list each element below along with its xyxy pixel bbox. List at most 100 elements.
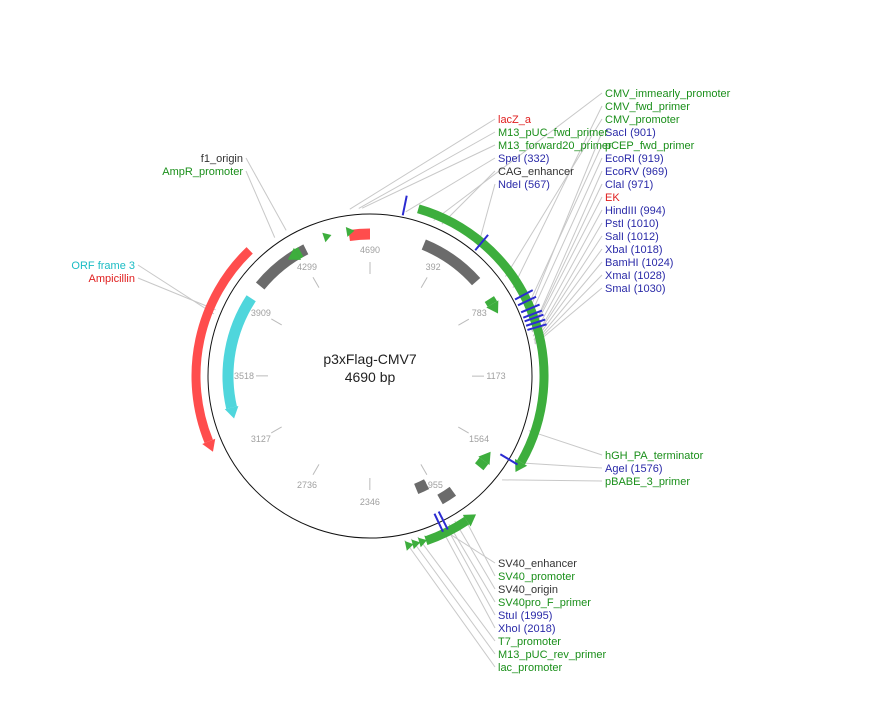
tick-mark <box>420 277 428 288</box>
plasmid-length: 4690 bp <box>345 369 396 385</box>
feature-label: SpeI (332) <box>498 153 549 165</box>
feature-label: AmpR_promoter <box>162 166 243 178</box>
feature-label: ClaI (971) <box>605 179 653 191</box>
restriction-site-mark <box>433 513 444 533</box>
feature-label: CMV_promoter <box>605 114 680 126</box>
feature-label: SV40_promoter <box>498 571 575 583</box>
tick-label: 1955 <box>423 480 443 490</box>
feature-arc <box>417 204 549 465</box>
feature-label: CAG_enhancer <box>498 166 574 178</box>
feature-label: BamHI (1024) <box>605 257 673 269</box>
tick-mark <box>420 464 428 476</box>
feature-arc <box>348 228 371 241</box>
feature-label: EcoRV (969) <box>605 166 668 178</box>
primer-arrow <box>411 539 421 550</box>
leader-line <box>440 527 496 629</box>
tick-label: 1564 <box>469 434 489 444</box>
restriction-site-mark <box>437 511 449 530</box>
feature-label: EK <box>605 192 620 204</box>
leader-line <box>534 248 603 342</box>
tick-label: 783 <box>472 308 487 318</box>
feature-label: ORF frame 3 <box>71 260 135 272</box>
restriction-site-mark <box>474 234 489 251</box>
feature-arrowhead <box>514 458 528 473</box>
feature-label: XbaI (1018) <box>605 244 662 256</box>
primer-arrow <box>417 537 427 548</box>
leader-line <box>410 538 496 655</box>
feature-label: SV40pro_F_primer <box>498 597 591 609</box>
feature-label: XhoI (2018) <box>498 623 555 635</box>
tick-mark <box>270 426 282 434</box>
leader-line <box>417 536 496 642</box>
feature-label: SV40_enhancer <box>498 558 577 570</box>
leader-line <box>462 515 496 577</box>
tick-label: 4690 <box>360 245 380 255</box>
leader-line <box>533 222 603 340</box>
leader-line <box>137 277 216 311</box>
restriction-site-mark <box>514 289 534 301</box>
feature-labels: CMV_immearly_promoterCMV_fwd_primerCMV_p… <box>71 88 730 674</box>
feature-label: M13_pUC_rev_primer <box>498 649 607 661</box>
leader-line <box>137 264 215 315</box>
leader-line <box>524 144 603 313</box>
feature-label: M13_pUC_fwd_primer <box>498 127 608 139</box>
tick-marks: 4690392783117315641955234627363127351839… <box>234 245 506 507</box>
tick-label: 4299 <box>297 262 317 272</box>
leader-line <box>532 209 603 337</box>
feature-arc <box>484 296 498 307</box>
leader-line <box>533 235 603 341</box>
feature-arc <box>421 239 481 286</box>
leader-line <box>534 261 603 344</box>
feature-label: CMV_immearly_promoter <box>605 88 731 100</box>
restriction-site-mark <box>520 303 540 314</box>
feature-label: PstI (1010) <box>605 218 659 230</box>
leader-line <box>531 170 603 331</box>
tick-label: 2736 <box>297 480 317 490</box>
restriction-site-mark <box>525 318 546 327</box>
restriction-site-mark <box>499 453 518 466</box>
restriction-site-mark <box>524 313 544 323</box>
restriction-site-mark <box>517 295 537 307</box>
backbone-circle <box>207 213 533 539</box>
feature-arc <box>294 247 304 259</box>
feature-arrowhead <box>202 438 216 452</box>
plasmid-name: p3xFlag-CMV7 <box>323 351 417 367</box>
feature-label: M13_forward20_primer <box>498 140 612 152</box>
feature-label: SV40_origin <box>498 584 558 596</box>
leader-line <box>512 105 603 289</box>
leader-line <box>349 118 496 210</box>
leader-line <box>245 170 276 238</box>
feature-arc <box>474 457 489 471</box>
feature-label: Ampicillin <box>89 273 135 285</box>
leader-line <box>526 131 603 317</box>
tick-mark <box>458 318 470 326</box>
feature-label: f1_origin <box>201 153 243 165</box>
feature-label: SalI (1012) <box>605 231 659 243</box>
tick-label: 3518 <box>234 371 254 381</box>
tick-mark <box>312 464 320 475</box>
tick-label: 2346 <box>360 497 380 507</box>
feature-arc <box>191 247 253 444</box>
feature-arc <box>437 486 457 505</box>
feature-arc <box>222 295 256 409</box>
restriction-site-mark <box>522 309 543 319</box>
feature-arc <box>255 244 309 290</box>
primer-arrow <box>322 232 332 243</box>
restriction-sites <box>401 195 547 533</box>
tick-label: 3127 <box>251 434 271 444</box>
feature-label: XmaI (1028) <box>605 270 666 282</box>
tick-label: 3909 <box>251 308 271 318</box>
leader-line <box>404 540 496 668</box>
feature-label: pCEP_fwd_primer <box>605 140 695 152</box>
tick-label: 1173 <box>486 371 505 381</box>
feature-label: NdeI (567) <box>498 179 550 191</box>
tick-mark <box>271 318 282 326</box>
leader-line <box>245 157 287 231</box>
feature-label: SmaI (1030) <box>605 283 666 295</box>
leader-line <box>514 461 603 469</box>
leader-line <box>534 287 603 345</box>
leader-line <box>433 92 603 221</box>
restriction-site-mark <box>527 323 547 331</box>
